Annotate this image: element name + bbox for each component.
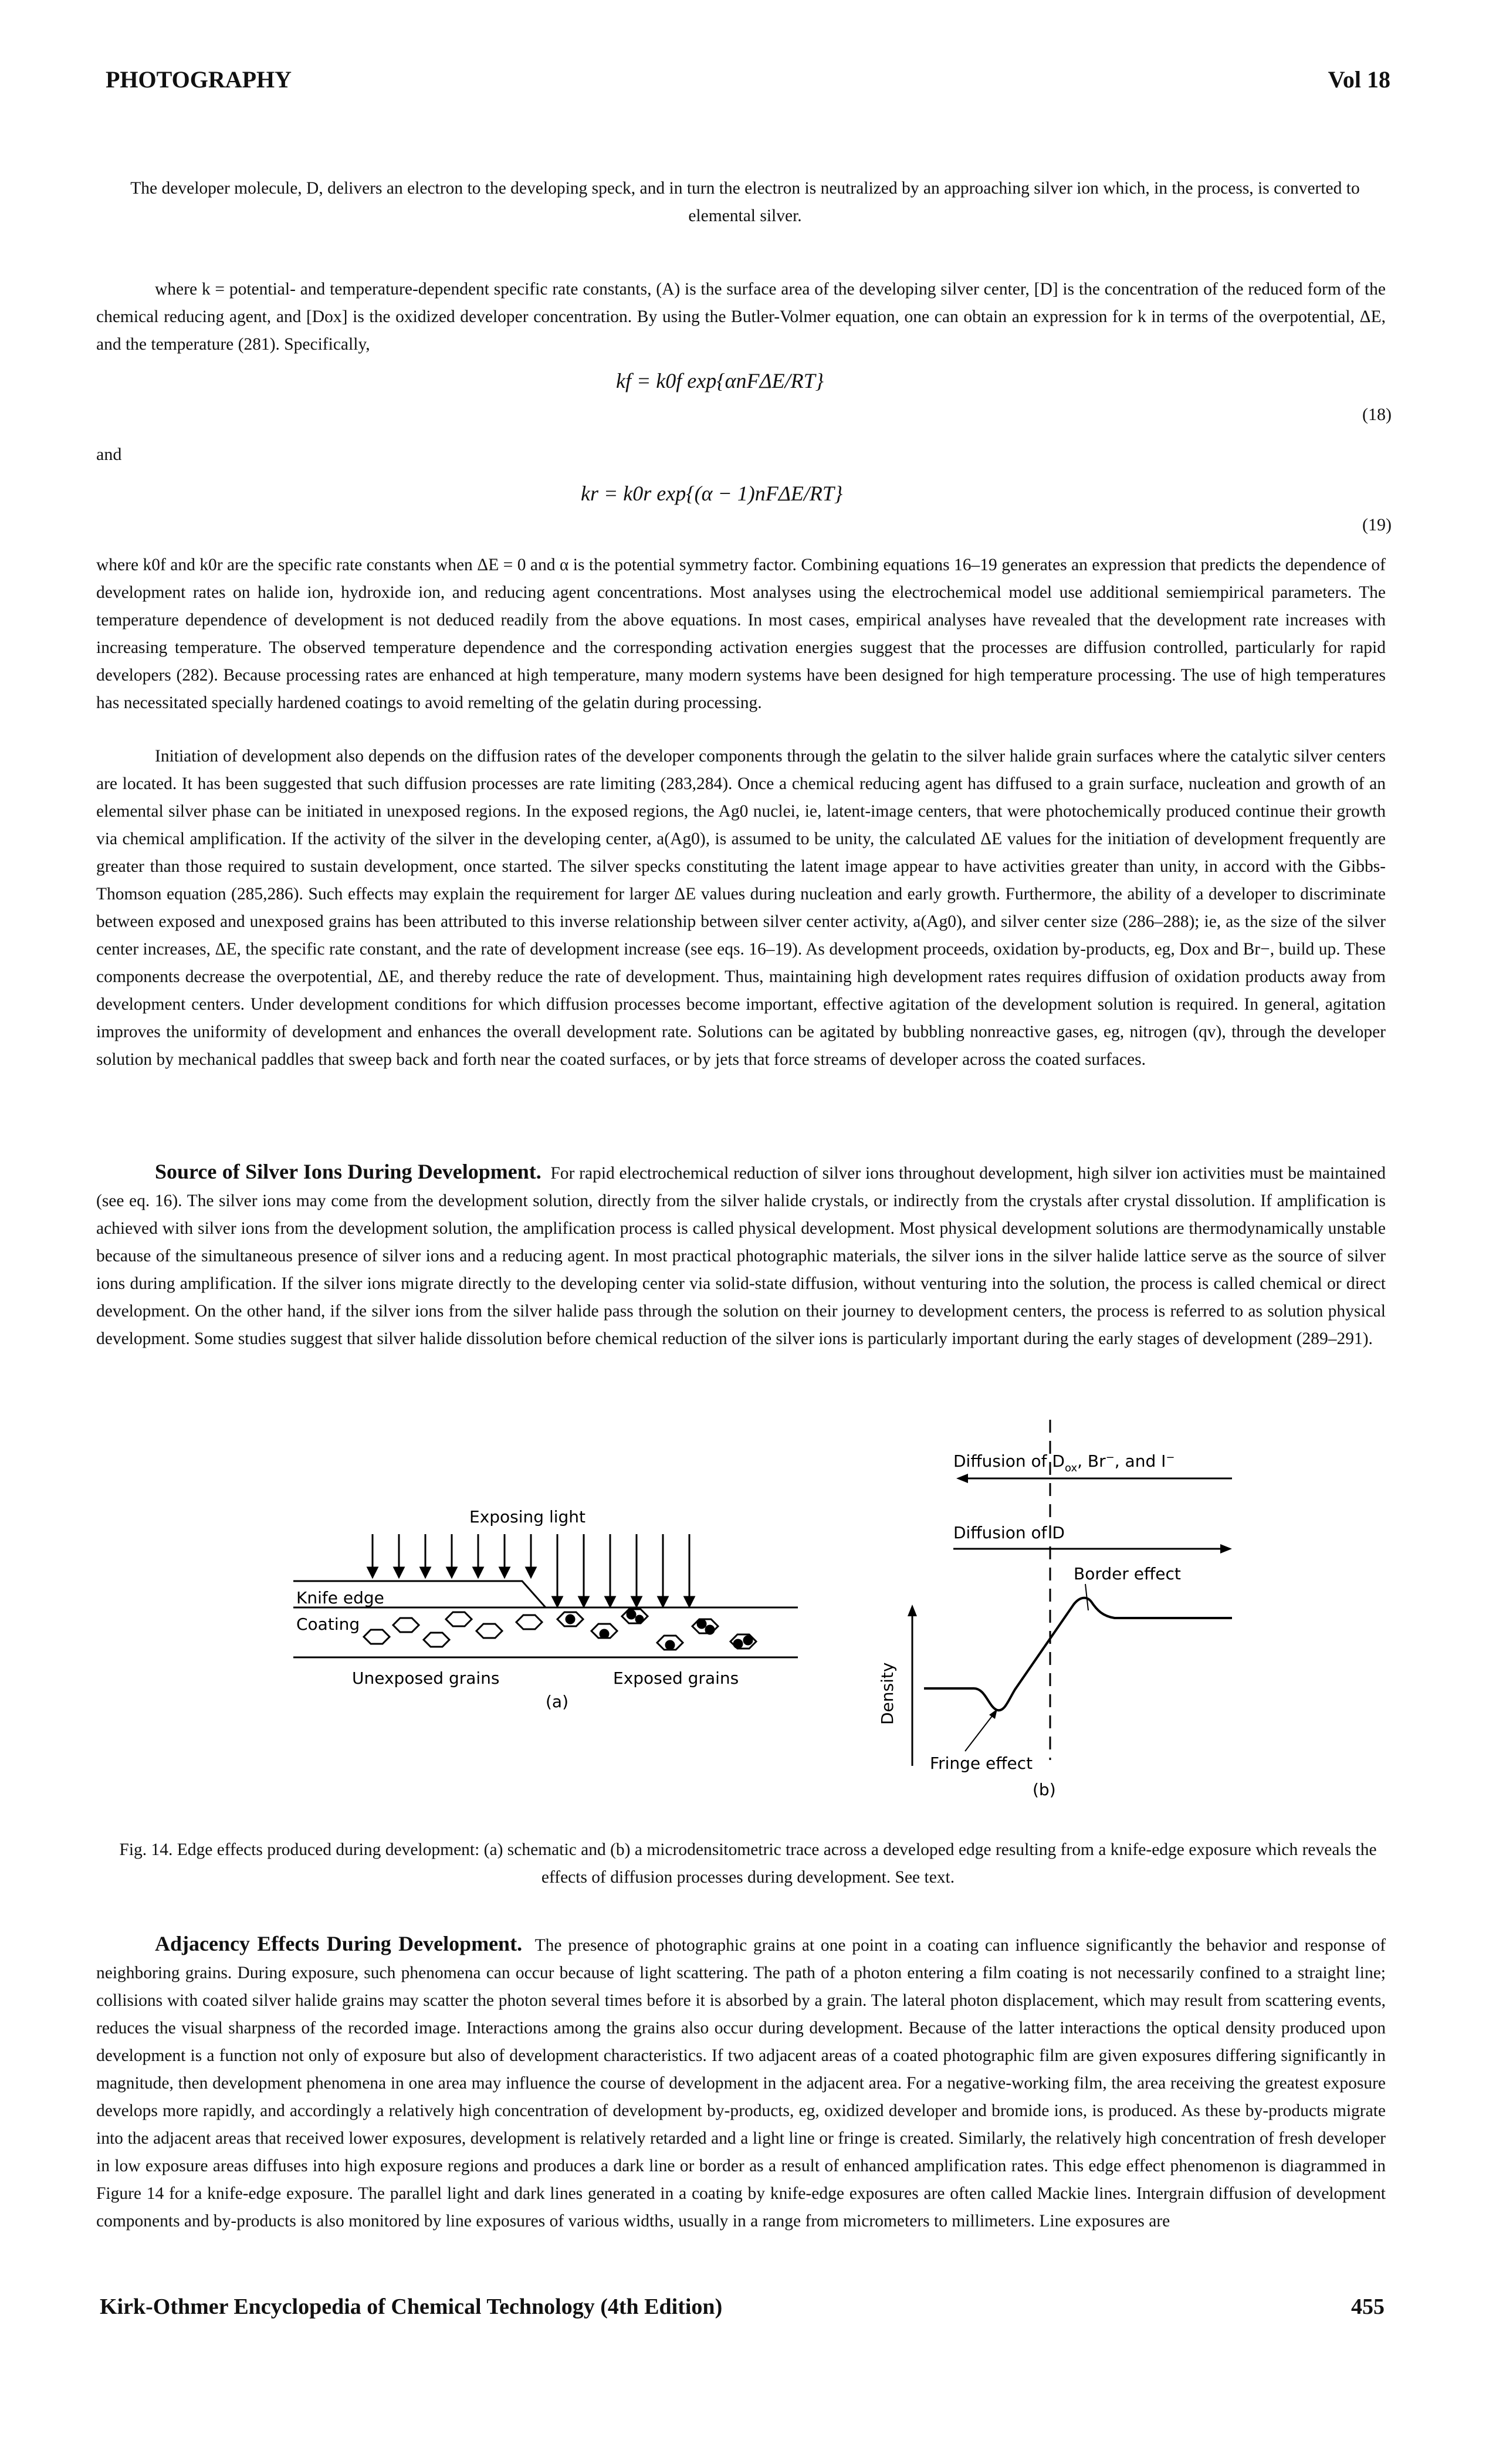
paragraph-adjacency: Adjacency Effects During Development. Th…	[96, 1932, 1386, 2231]
page-number: 455	[1351, 2294, 1385, 2319]
knife-edge-label: Knife edge	[296, 1588, 384, 1607]
density-trace	[924, 1596, 1232, 1712]
running-header-title: PHOTOGRAPHY	[106, 66, 292, 93]
figure-caption: Fig. 14. Edge effects produced during de…	[119, 1840, 1377, 1887]
source-heading: Source of Silver Ions During Development…	[155, 1160, 541, 1183]
adjacency-heading: Adjacency Effects During Development.	[155, 1932, 523, 1955]
exposed-grains	[556, 1608, 758, 1651]
fringe-effect-label: Fringe effect	[930, 1754, 1033, 1773]
figure-14: Exposing light Knife edge Coating	[293, 1420, 1232, 1799]
paragraph-rates: where k0f and k0r are the specific rate …	[96, 556, 1386, 712]
exposed-grains-label: Exposed grains	[613, 1668, 739, 1688]
exposing-light-label: Exposing light	[469, 1507, 585, 1527]
paragraph-where: where k = potential- and temperature-dep…	[96, 280, 1386, 354]
diffusion-d-label: Diffusion of D	[953, 1523, 1065, 1542]
equation-19: kr = k0r exp{(α − 1)nFΔE/RT}	[581, 482, 843, 505]
light-arrows	[366, 1534, 696, 1609]
density-label: Density	[878, 1663, 897, 1725]
unexposed-grains	[362, 1611, 544, 1648]
paragraph-initiation: Initiation of development also depends o…	[96, 747, 1386, 1069]
equation-18-number: (18)	[1362, 405, 1392, 424]
running-header-volume: Vol 18	[1328, 66, 1390, 93]
border-effect-label: Border effect	[1074, 1564, 1181, 1583]
footer-source: Kirk-Othmer Encyclopedia of Chemical Tec…	[100, 2294, 723, 2319]
panel-a-label: (a)	[546, 1692, 568, 1711]
equation-18: kf = k0f exp{αnFΔE/RT}	[616, 369, 824, 392]
paragraph-source: Source of Silver Ions During Development…	[96, 1160, 1386, 1348]
diffusion-ox-label: Diffusion of Dox, Br−, and I−	[953, 1451, 1175, 1474]
unexposed-grains-label: Unexposed grains	[352, 1668, 500, 1688]
intro-paragraph: The developer molecule, D, delivers an e…	[130, 179, 1360, 225]
panel-b-label: (b)	[1033, 1780, 1056, 1799]
and-word: and	[96, 445, 122, 464]
equation-19-number: (19)	[1362, 515, 1392, 534]
coating-label: Coating	[296, 1615, 360, 1634]
knife-edge-shape	[293, 1580, 547, 1608]
